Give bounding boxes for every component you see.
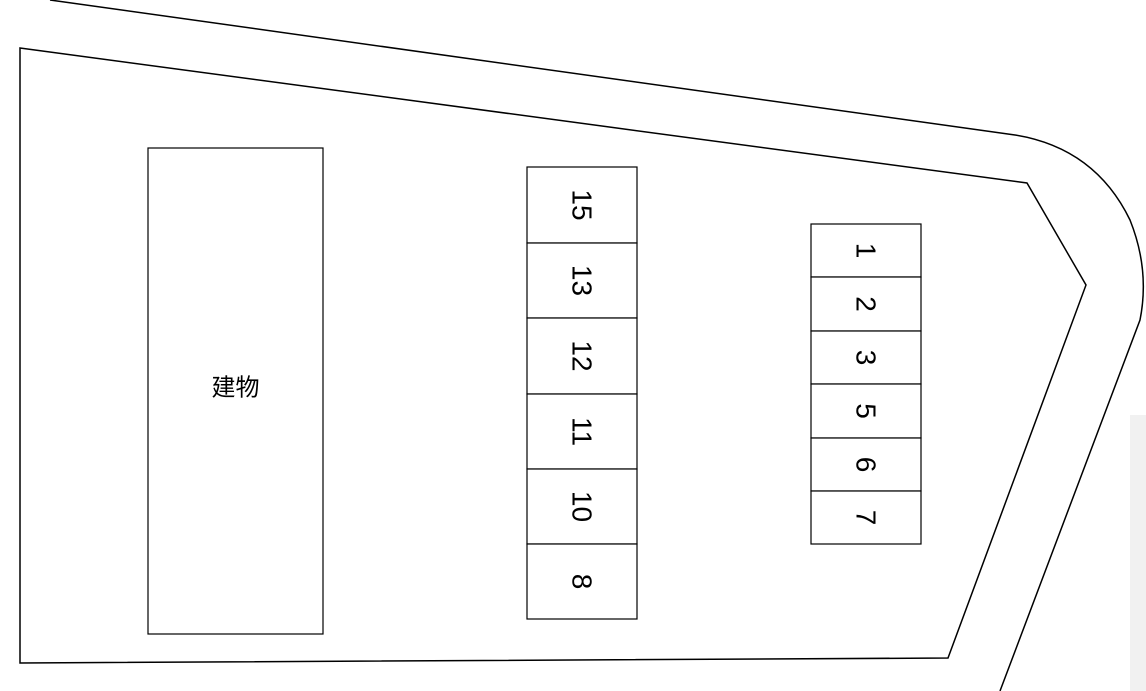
middle-parking-row: 15 13 12 11 10 8 bbox=[526, 166, 638, 620]
parking-space: 2 bbox=[810, 276, 922, 332]
parking-space: 12 bbox=[526, 317, 638, 395]
parking-space-number: 6 bbox=[851, 457, 882, 473]
right-parking-row: 1 2 3 5 6 7 bbox=[810, 223, 922, 545]
parking-space-number: 3 bbox=[851, 350, 882, 366]
parking-space-number: 1 bbox=[851, 243, 882, 259]
parking-space: 13 bbox=[526, 242, 638, 319]
parking-space-number: 11 bbox=[567, 417, 598, 446]
parking-space: 5 bbox=[810, 383, 922, 439]
parking-space-number: 10 bbox=[567, 491, 598, 522]
parking-space: 6 bbox=[810, 437, 922, 492]
edge-shading bbox=[1130, 415, 1146, 691]
parking-space: 8 bbox=[526, 543, 638, 620]
parking-space-number: 12 bbox=[567, 340, 598, 371]
parking-space: 3 bbox=[810, 330, 922, 385]
parking-space: 1 bbox=[810, 223, 922, 278]
parking-space: 15 bbox=[526, 166, 638, 244]
parking-space-number: 13 bbox=[567, 265, 598, 296]
parking-space-number: 7 bbox=[851, 510, 882, 526]
lot-boundary bbox=[19, 47, 1087, 664]
road-outer-boundary bbox=[49, 0, 1145, 691]
building bbox=[147, 147, 324, 635]
parking-space: 7 bbox=[810, 490, 922, 545]
parking-space-number: 8 bbox=[567, 574, 598, 590]
parking-space-number: 5 bbox=[851, 403, 882, 419]
parking-space: 10 bbox=[526, 468, 638, 545]
parking-space-number: 2 bbox=[851, 296, 882, 312]
parking-space-number: 15 bbox=[567, 189, 598, 220]
building-label: 建物 bbox=[212, 375, 260, 402]
parking-space: 11 bbox=[526, 393, 638, 470]
